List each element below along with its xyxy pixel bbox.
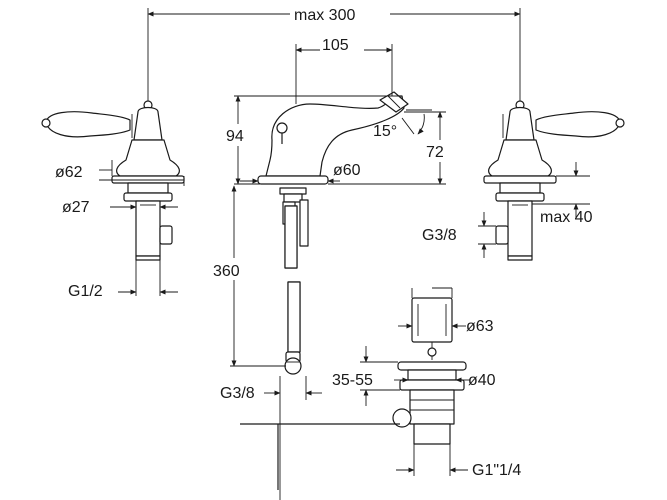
waste-outlet-thread-label: G1"1/4 [472, 462, 521, 479]
handle-base-diameter-label: ø62 [55, 164, 83, 181]
overall-width-label: max 300 [294, 7, 355, 24]
right-valve-assembly [483, 100, 625, 261]
spout-angle-label: 15° [373, 123, 397, 140]
spout-dimensions: 105 94 72 15° ø60 [226, 36, 457, 185]
spout-reach-label: 105 [322, 37, 349, 54]
spout-outlet-height-label: 72 [426, 144, 444, 161]
hose-thread-label: G3/8 [220, 385, 255, 402]
left-valve-dimensions: ø62 ø27 G1/2 [55, 160, 185, 300]
hose-dimensions: 360 G3/8 [212, 185, 322, 500]
spout-height-total-label: 94 [226, 128, 244, 145]
valve-body-diameter-label: ø27 [62, 199, 90, 216]
overall-width-dimension: max 300 [147, 4, 521, 105]
right-inlet-thread-label: G3/8 [422, 227, 457, 244]
max-deck-thickness-label: max 40 [540, 209, 593, 226]
left-inlet-thread-label: G1/2 [68, 283, 103, 300]
waste-flange-diameter-label: ø40 [468, 372, 496, 389]
supply-hose-length-label: 360 [213, 263, 240, 280]
waste-adjustment-range-label: 35-55 [332, 372, 373, 389]
waste-assembly [240, 297, 467, 490]
supply-hose [284, 205, 302, 375]
waste-cap-diameter-label: ø63 [466, 318, 494, 335]
spout-base-diameter-label: ø60 [333, 162, 361, 179]
left-valve-assembly [41, 100, 185, 261]
waste-dimensions: ø63 35-55 ø40 G1"1/4 [332, 287, 521, 479]
right-valve-dimensions: max 40 G3/8 [422, 162, 593, 258]
